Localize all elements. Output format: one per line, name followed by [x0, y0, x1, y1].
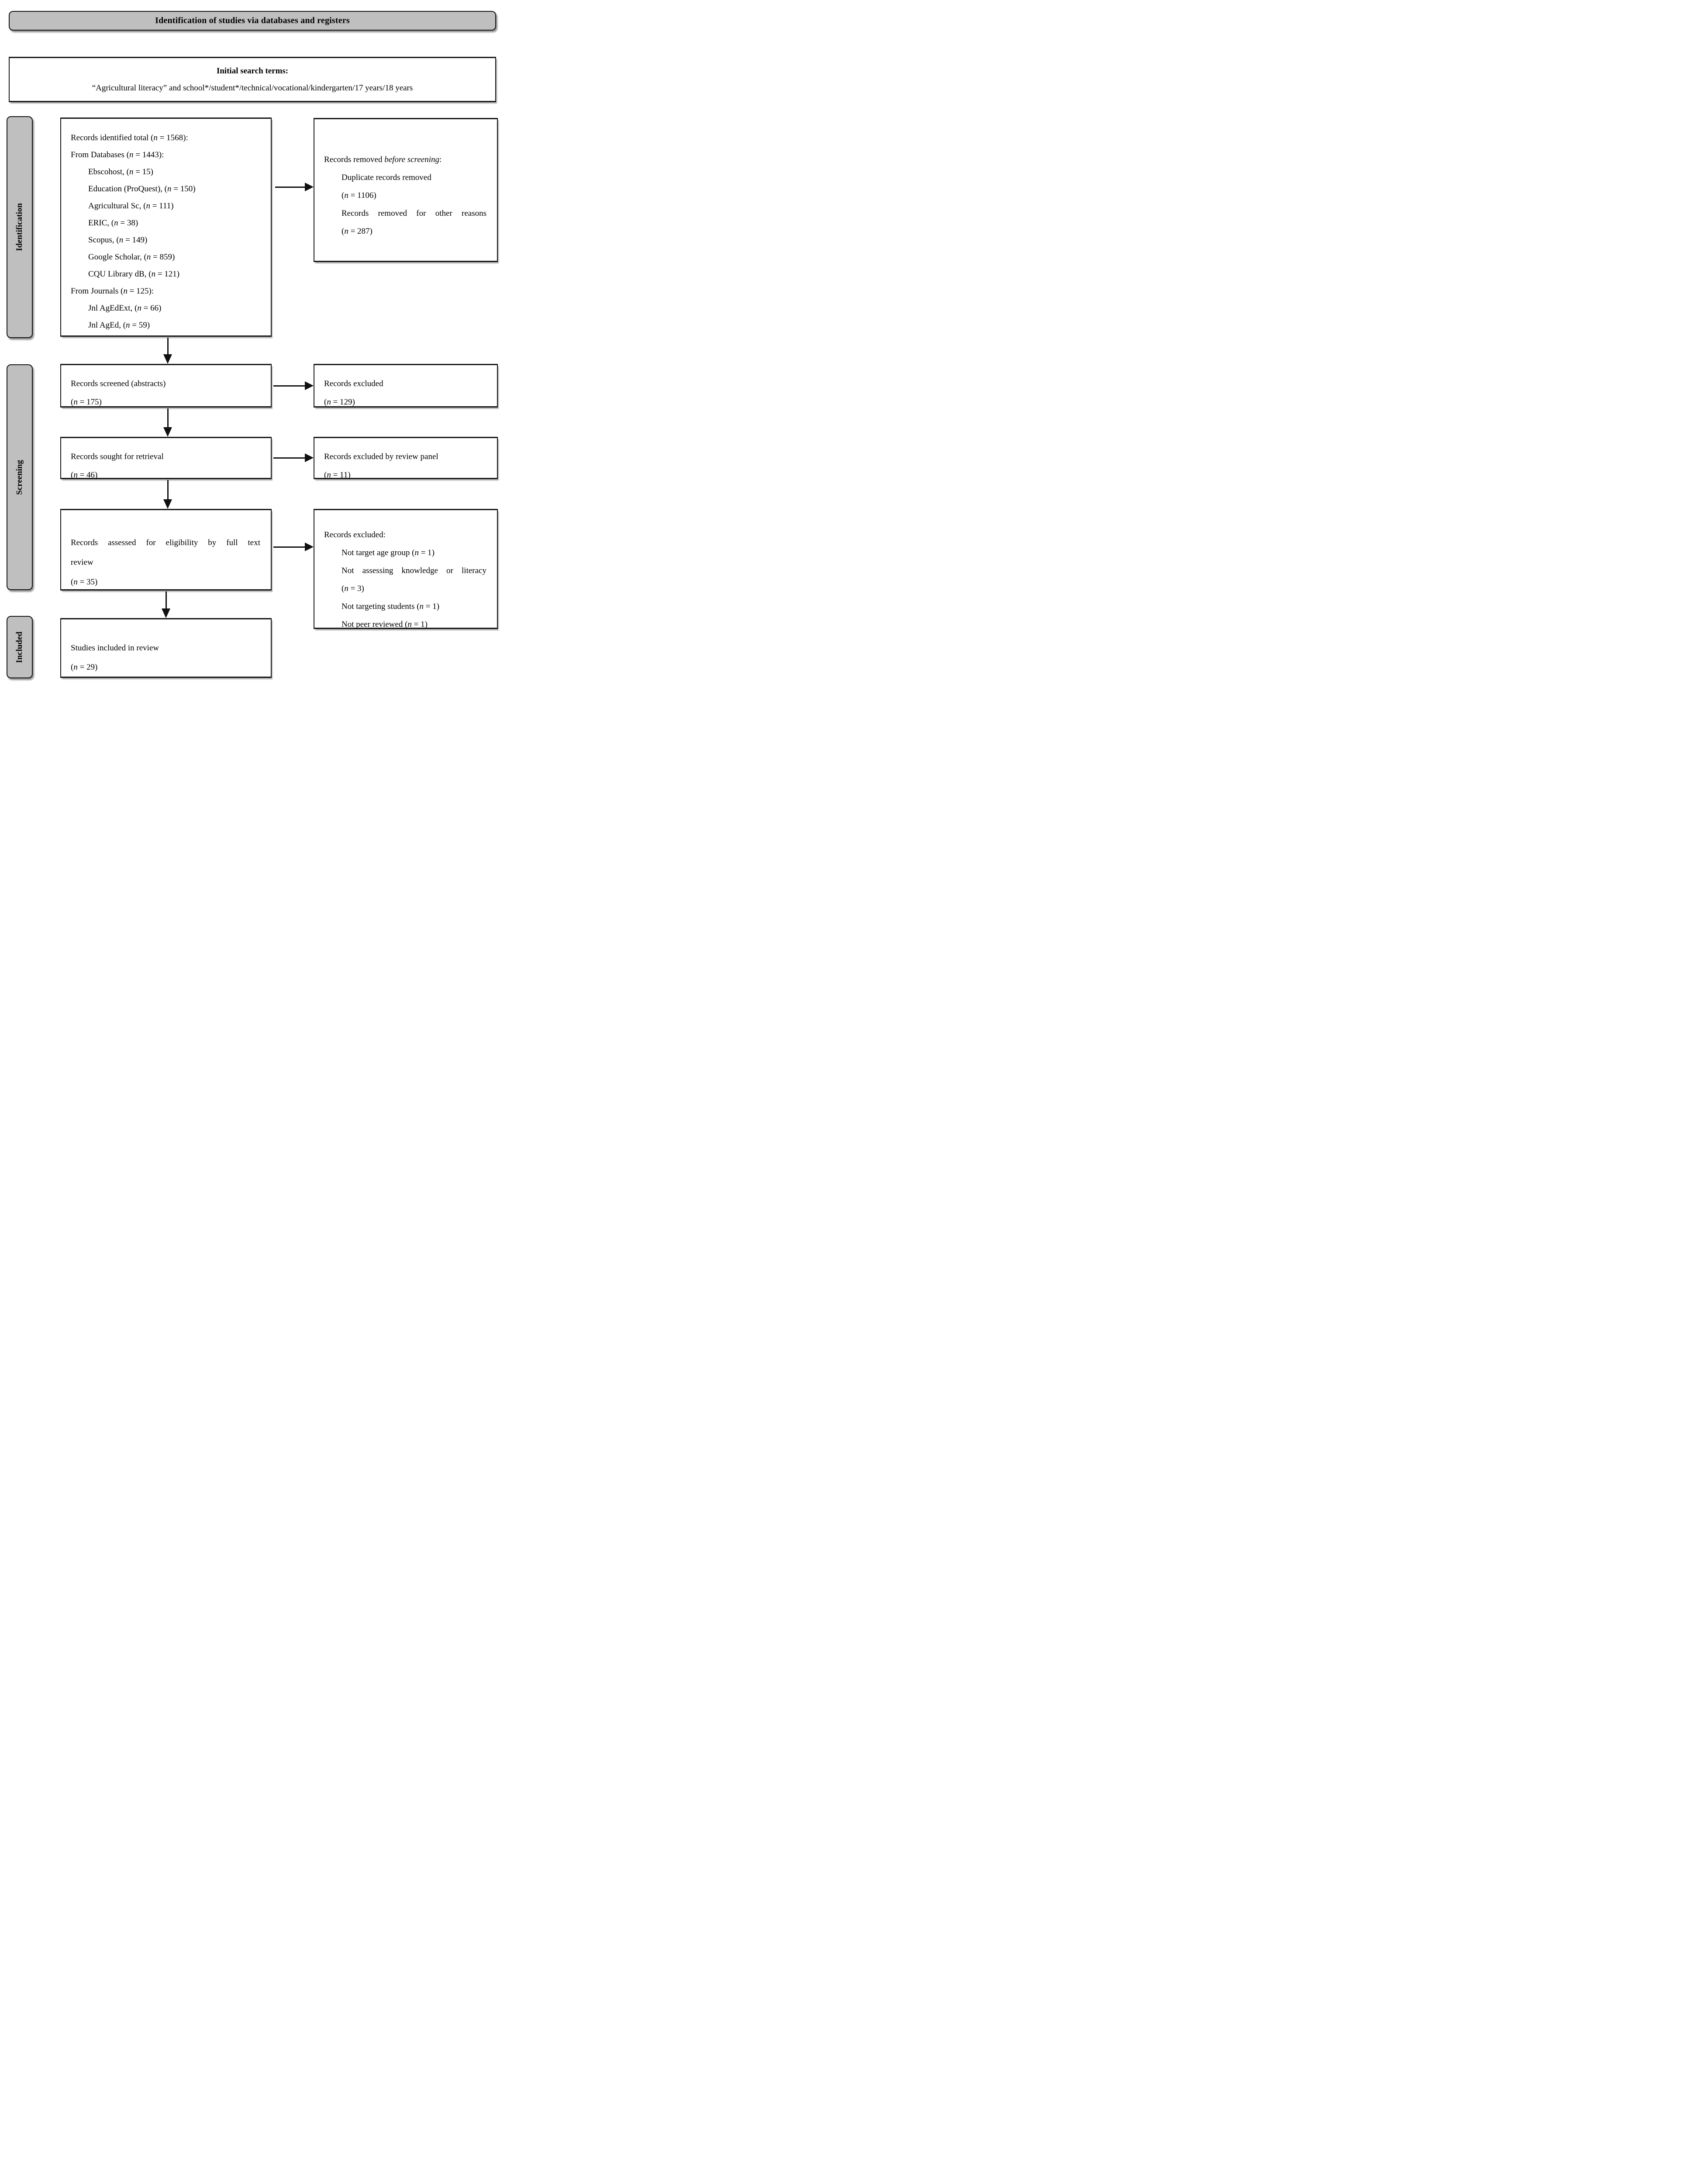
from-databases-line: From Databases (n = 1443):	[71, 150, 164, 159]
db-scopus: Scopus, (n = 149)	[88, 235, 148, 245]
stage-label-identification: Identification	[7, 116, 33, 338]
excluded-not-peer-reviewed: Not peer reviewed (n = 1)	[342, 620, 428, 629]
panel-excluded-count: (n = 11)	[324, 470, 351, 480]
search-terms-text: “Agricultural literacy” and school*/stud…	[92, 83, 413, 93]
db-eric: ERIC, (n = 38)	[88, 218, 138, 228]
stage-label-identification-text: Identification	[15, 203, 24, 251]
panel-excluded-line: Records excluded by review panel	[324, 452, 438, 461]
stage-label-screening: Screening	[7, 364, 33, 590]
fulltext-excluded-title: Records excluded:	[324, 530, 386, 539]
db-education-proquest: Education (ProQuest), (n = 150)	[88, 184, 196, 194]
records-sought-line: Records sought for retrieval	[71, 452, 164, 461]
records-assessed-count: (n = 35)	[71, 577, 98, 587]
records-removed-box: Records removed before screening: Duplic…	[314, 118, 498, 262]
jnl-aged: Jnl AgEd, (n = 59)	[88, 321, 150, 330]
excluded-knowledge-literacy: Not assessing knowledge or literacy	[342, 566, 486, 575]
diagram-title: Identification of studies via databases …	[155, 16, 350, 25]
records-removed-title-italic: before screening	[384, 155, 439, 164]
records-assessed-box: Records assessed for eligibility by full…	[60, 509, 272, 591]
duplicates-removed-line: Duplicate records removed	[342, 173, 431, 182]
db-ebscohost: Ebscohost, (n = 15)	[88, 167, 153, 176]
jnl-agedext: Jnl AgEdExt, (n = 66)	[88, 304, 162, 313]
stage-label-included-text: Included	[15, 631, 24, 663]
stage-label-included: Included	[7, 616, 33, 678]
duplicates-removed-count: (n = 1106)	[342, 191, 376, 200]
db-cqu-library: CQU Library dB, (n = 121)	[88, 270, 180, 279]
records-removed-title-prefix: Records removed	[324, 155, 385, 164]
records-screened-count: (n = 175)	[71, 397, 102, 407]
excluded-knowledge-literacy-count: (n = 3)	[342, 584, 364, 593]
studies-included-box: Studies included in review (n = 29)	[60, 618, 272, 678]
db-google-scholar: Google Scholar, (n = 859)	[88, 252, 175, 262]
records-assessed-line1: Records assessed for eligibility by full…	[71, 538, 260, 547]
excluded-age-group: Not target age group (n = 1)	[342, 548, 435, 557]
excluded-not-students: Not targeting students (n = 1)	[342, 602, 440, 611]
studies-included-line: Studies included in review	[71, 643, 159, 653]
records-identified-box: Records identified total (n = 1568): Fro…	[60, 117, 272, 337]
records-excluded-count: (n = 129)	[324, 397, 355, 407]
stage-label-screening-text: Screening	[15, 460, 24, 495]
from-journals-line: From Journals (n = 125):	[71, 287, 154, 296]
records-screened-line: Records screened (abstracts)	[71, 379, 166, 388]
search-terms-heading: Initial search terms:	[216, 66, 289, 76]
records-identified-total: Records identified total (n = 1568):	[71, 133, 188, 142]
records-screened-box: Records screened (abstracts) (n = 175)	[60, 364, 272, 408]
studies-included-count: (n = 29)	[71, 663, 98, 672]
db-agricultural-sc: Agricultural Sc, (n = 111)	[88, 201, 174, 211]
records-sought-box: Records sought for retrieval (n = 46)	[60, 437, 272, 480]
initial-search-terms-box: Initial search terms: “Agricultural lite…	[9, 57, 496, 102]
other-reasons-line: Records removed for other reasons	[342, 209, 486, 218]
records-assessed-line2: review	[71, 558, 93, 567]
records-excluded-line: Records excluded	[324, 379, 383, 388]
records-removed-title-suffix: :	[439, 155, 442, 164]
other-reasons-count: (n = 287)	[342, 227, 373, 236]
fulltext-excluded-box: Records excluded: Not target age group (…	[314, 509, 498, 629]
records-excluded-box: Records excluded (n = 129)	[314, 364, 498, 408]
diagram-title-banner: Identification of studies via databases …	[9, 11, 496, 31]
records-removed-title: Records removed before screening:	[314, 151, 497, 169]
records-sought-count: (n = 46)	[71, 470, 98, 480]
panel-excluded-box: Records excluded by review panel (n = 11…	[314, 437, 498, 480]
prisma-flow-diagram: Identification of studies via databases …	[0, 0, 504, 684]
